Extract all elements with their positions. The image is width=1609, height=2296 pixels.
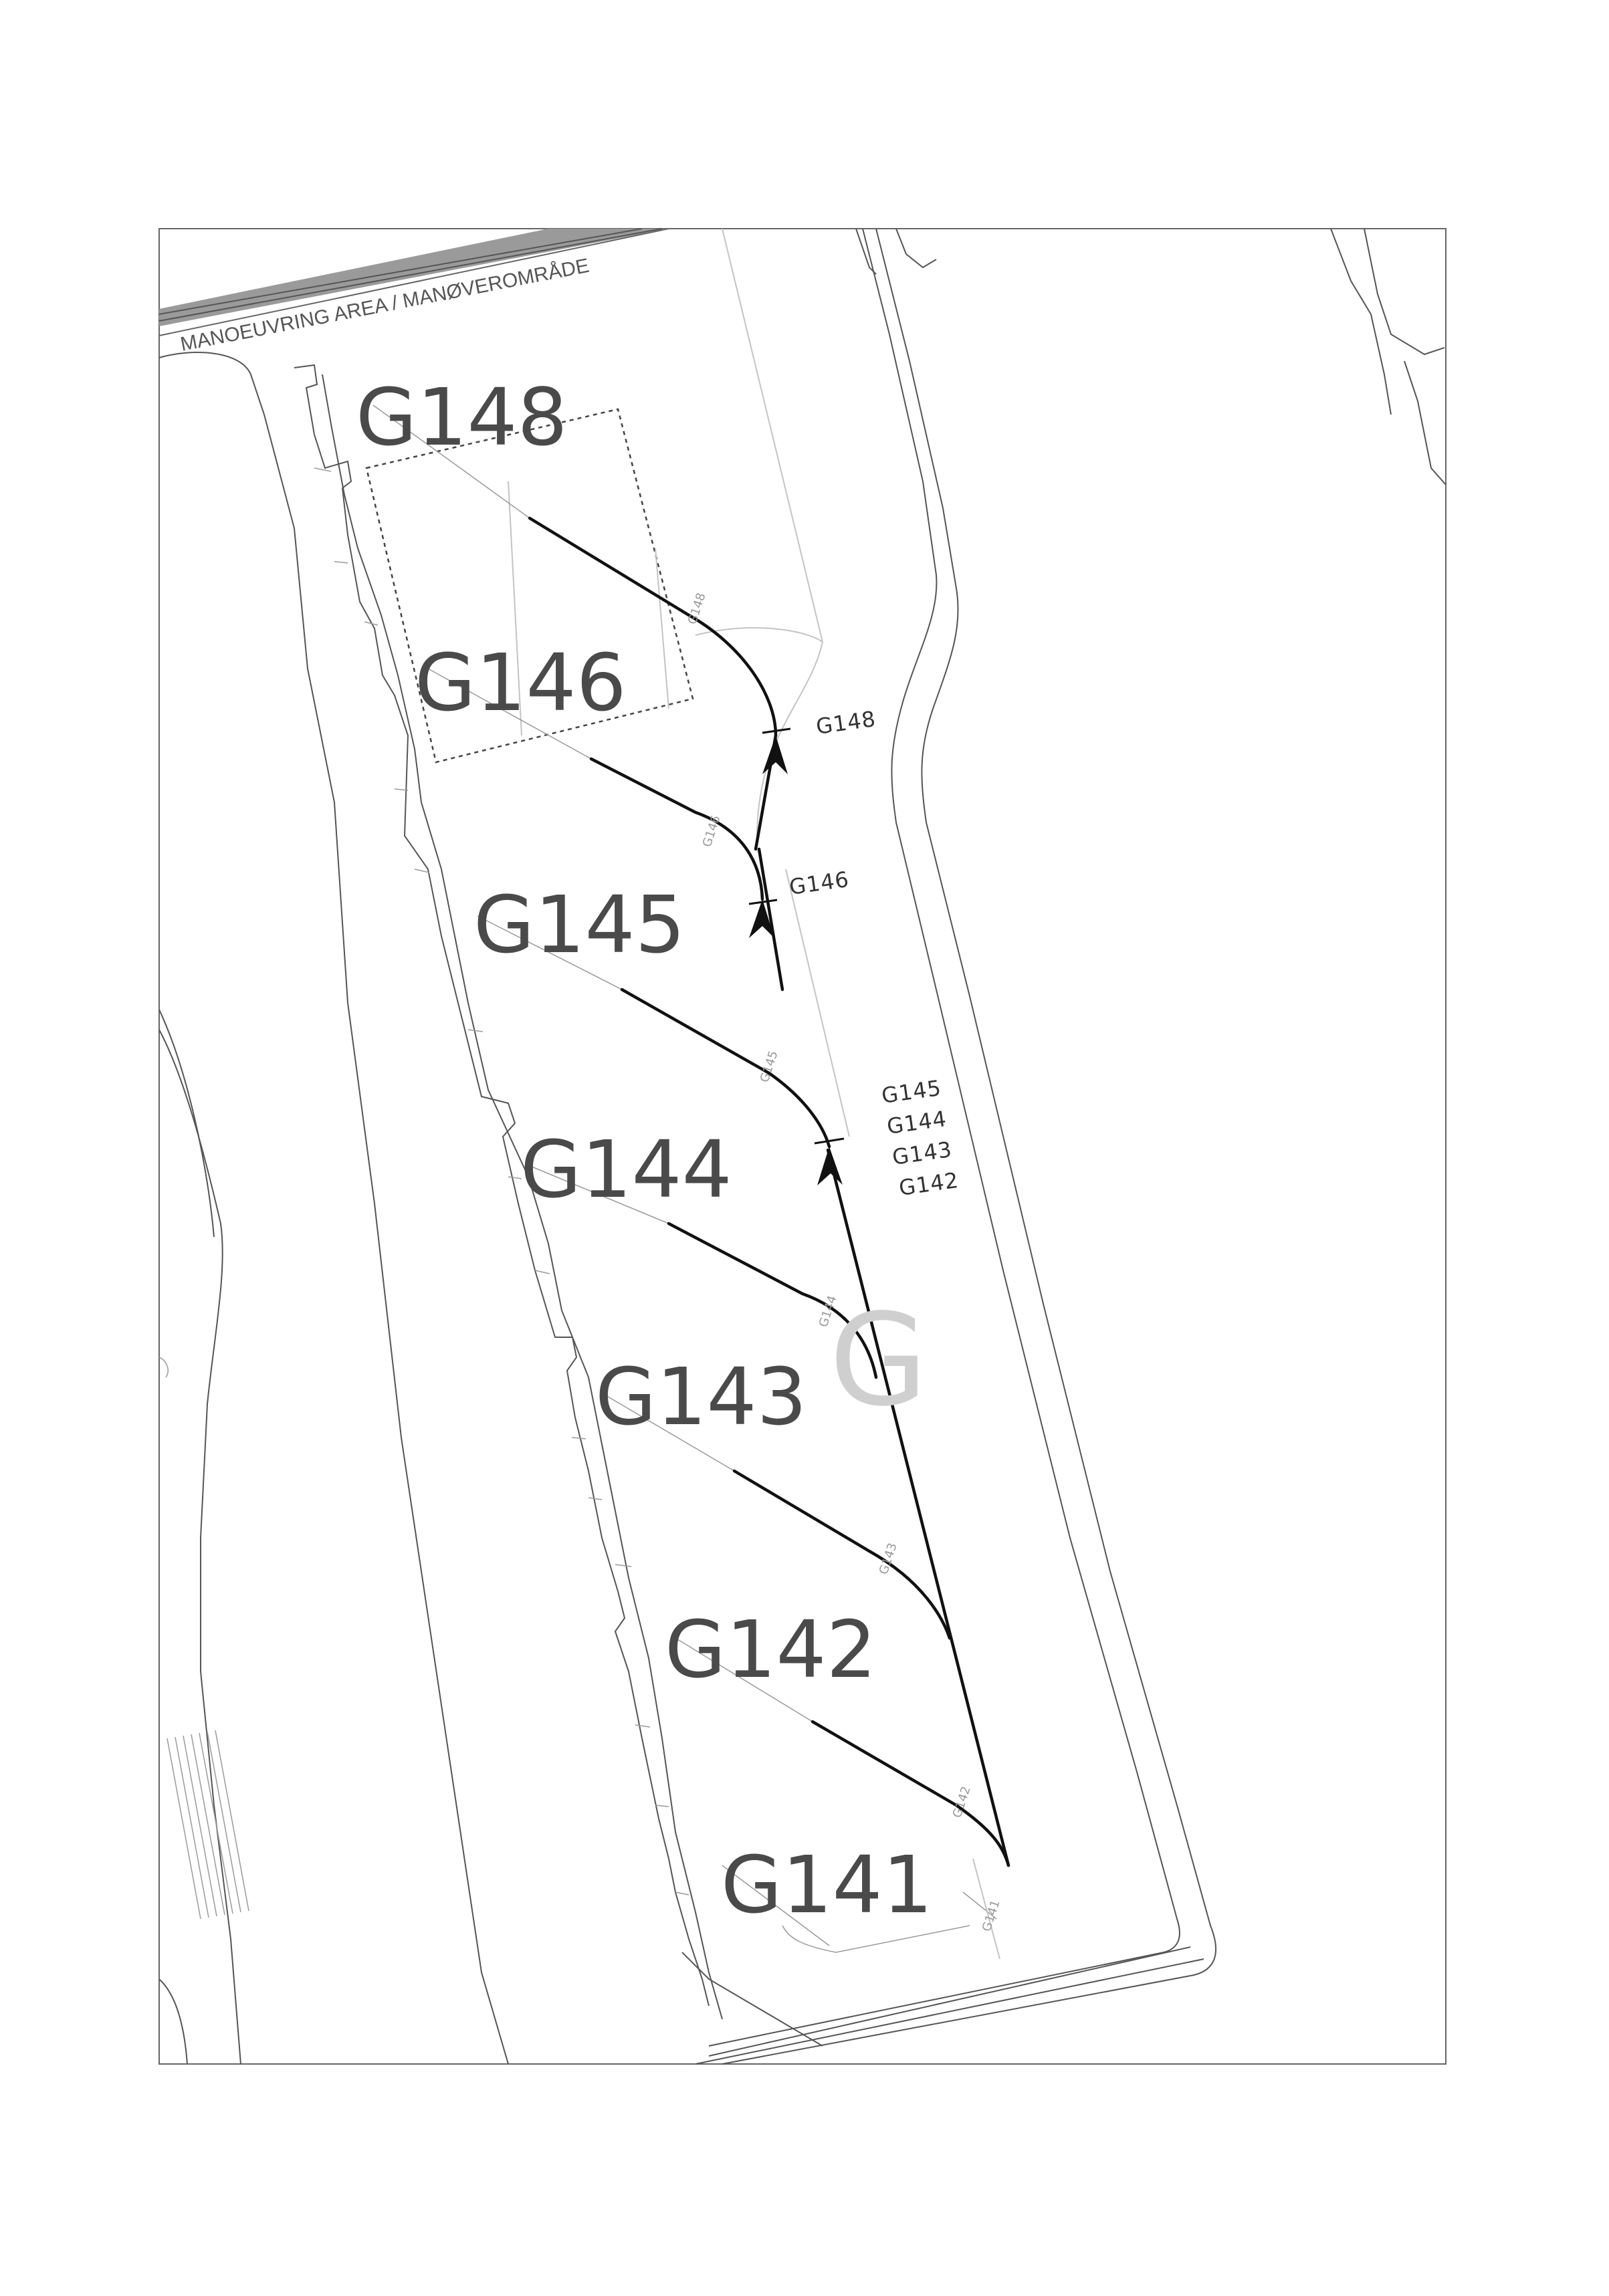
apron-right-edge: [695, 228, 1446, 2065]
route-label-g142: G142: [897, 1167, 960, 1201]
route-marker-labels: G148 G146 G145 G144 G143 G142 G141: [685, 591, 1003, 1933]
stand-labels: G148 G146 G145 G144 G143 G142 G141: [356, 371, 933, 1931]
faint-guidance-lines: [508, 228, 1000, 1960]
map-frame: [158, 228, 1446, 2065]
bottom-apron-lines: [681, 1891, 997, 2047]
route-g146: [589, 757, 764, 901]
stand-label-g143: G143: [595, 1351, 807, 1443]
route-destination-labels: G148 G146 G145 G144 G143 G142: [788, 706, 960, 1201]
apron-letter: G: [829, 1286, 928, 1434]
stand-label-g145: G145: [473, 879, 685, 971]
route-label-g143: G143: [891, 1137, 954, 1170]
stand-label-g148: G148: [356, 371, 568, 463]
stand-label-g144: G144: [520, 1123, 732, 1216]
stand-label-g141: G141: [721, 1839, 933, 1931]
route-label-g145: G145: [880, 1075, 943, 1109]
taxi-routes: [528, 516, 1010, 1867]
route-label-g146: G146: [788, 867, 851, 900]
route-g148: [528, 516, 778, 737]
marker-g148: G148: [685, 591, 709, 626]
route-label-g144: G144: [885, 1106, 948, 1139]
stand-centrelines: [372, 405, 830, 1946]
route-arrows: [748, 727, 845, 1185]
route-trunk: [826, 1148, 1010, 1867]
stand-front-wall: [294, 364, 723, 2020]
clearance-zone: [365, 408, 694, 764]
route-g145: [620, 988, 831, 1149]
left-taxiway-edges: [158, 352, 509, 2065]
route-g144: [667, 1222, 878, 1379]
marker-g141: G141: [980, 1898, 1003, 1933]
stand-label-g142: G142: [665, 1603, 877, 1696]
manoeuvring-area-boundary: [158, 228, 669, 336]
route-g143: [732, 1469, 952, 1640]
crosswalk-stripes: [167, 1730, 249, 1920]
marker-g146: G146: [700, 814, 724, 848]
stand-label-g146: G146: [415, 637, 627, 729]
route-label-g148: G148: [815, 706, 877, 739]
